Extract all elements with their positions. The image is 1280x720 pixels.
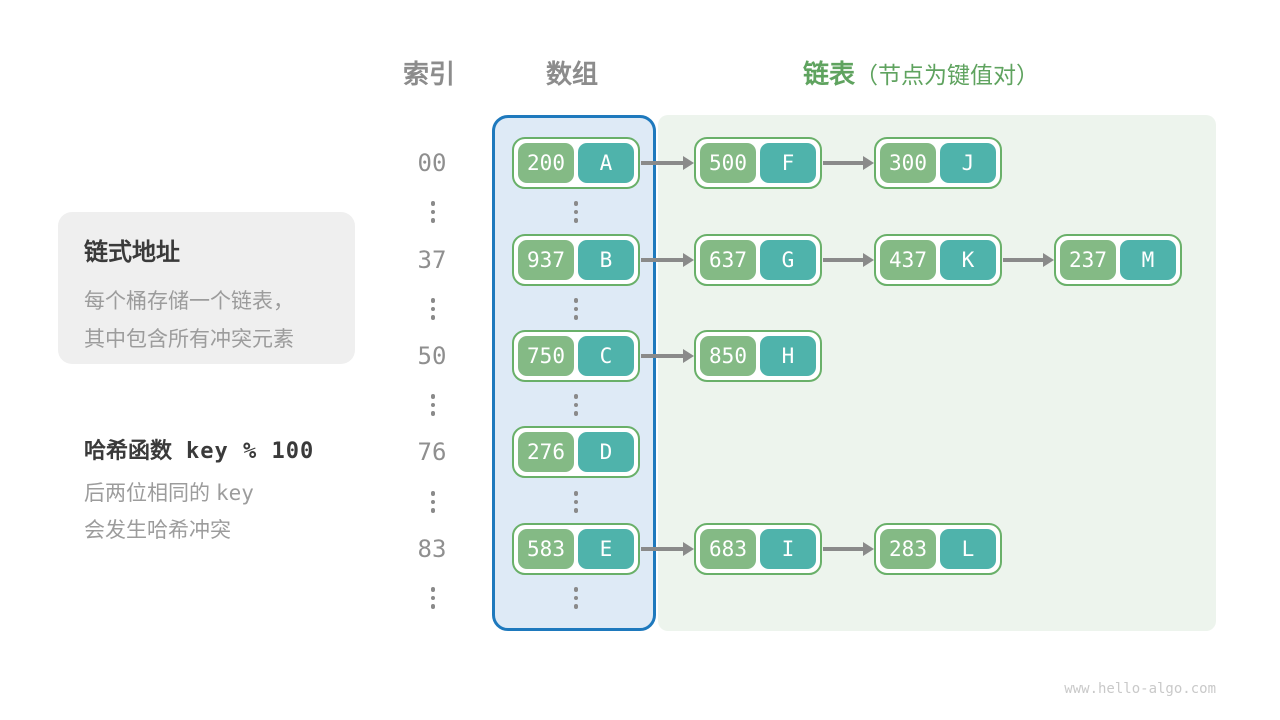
watermark: www.hello-algo.com [1064, 681, 1216, 697]
node-key: 637 [700, 240, 756, 280]
ellipsis-dots [429, 587, 437, 609]
hash-function-formula: key % 100 [186, 439, 315, 464]
bucket-node-276-D: 276 D [512, 426, 640, 478]
arrow-icon [823, 253, 874, 267]
chain-node-850-H: 850 H [694, 330, 822, 382]
index-label-37: 37 [417, 246, 447, 274]
ellipsis-dots [429, 201, 437, 223]
index-label-00: 00 [417, 149, 447, 177]
node-value: J [940, 143, 996, 183]
bucket-node-583-E: 583 E [512, 523, 640, 575]
node-key: 283 [880, 529, 936, 569]
node-value: G [760, 240, 816, 280]
node-key: 500 [700, 143, 756, 183]
node-key: 683 [700, 529, 756, 569]
node-value: E [578, 529, 634, 569]
hash-conflict-line1: 后两位相同的 key [84, 477, 254, 507]
note-box-title: 链式地址 [84, 239, 180, 266]
hash-function-label: 哈希函数 [84, 438, 173, 463]
ellipsis-dots [429, 298, 437, 320]
bucket-node-200-A: 200 A [512, 137, 640, 189]
ellipsis-dots [572, 587, 580, 609]
node-value: H [760, 336, 816, 376]
arrow-icon [641, 156, 694, 170]
node-key: 583 [518, 529, 574, 569]
node-key: 237 [1060, 240, 1116, 280]
node-key: 200 [518, 143, 574, 183]
node-value: F [760, 143, 816, 183]
node-key: 750 [518, 336, 574, 376]
ellipsis-dots [572, 201, 580, 223]
node-value: B [578, 240, 634, 280]
node-key: 437 [880, 240, 936, 280]
node-key: 937 [518, 240, 574, 280]
index-label-76: 76 [417, 438, 447, 466]
node-value: I [760, 529, 816, 569]
chain-node-237-M: 237 M [1054, 234, 1182, 286]
note-box-line2: 其中包含所有冲突元素 [84, 328, 294, 351]
chain-node-437-K: 437 K [874, 234, 1002, 286]
list-header-note: （节点为键值对） [855, 62, 1040, 88]
index-column-header: 索引 [403, 59, 456, 89]
bucket-node-750-C: 750 C [512, 330, 640, 382]
chain-node-683-I: 683 I [694, 523, 822, 575]
list-header-label: 链表 [803, 59, 856, 89]
node-value: A [578, 143, 634, 183]
arrow-icon [823, 156, 874, 170]
chain-node-637-G: 637 G [694, 234, 822, 286]
bucket-node-937-B: 937 B [512, 234, 640, 286]
arrow-icon [641, 542, 694, 556]
array-column-header: 数组 [546, 59, 599, 89]
hash-conflict-line1-text: 后两位相同的 [84, 482, 210, 505]
node-key: 300 [880, 143, 936, 183]
ellipsis-dots [572, 394, 580, 416]
ellipsis-dots [572, 298, 580, 320]
hash-function-note: 哈希函数 key % 100 [84, 433, 314, 465]
hash-conflict-line1-code: key [216, 481, 254, 505]
ellipsis-dots [429, 491, 437, 513]
node-value: K [940, 240, 996, 280]
arrow-icon [823, 542, 874, 556]
node-key: 850 [700, 336, 756, 376]
node-value: C [578, 336, 634, 376]
chain-node-500-F: 500 F [694, 137, 822, 189]
ellipsis-dots [572, 491, 580, 513]
chain-node-283-L: 283 L [874, 523, 1002, 575]
index-label-83: 83 [417, 535, 447, 563]
note-box-line1: 每个桶存储一个链表， [84, 290, 294, 313]
hash-conflict-line2: 会发生哈希冲突 [84, 519, 231, 542]
chain-node-300-J: 300 J [874, 137, 1002, 189]
arrow-icon [1003, 253, 1054, 267]
arrow-icon [641, 349, 694, 363]
ellipsis-dots [429, 394, 437, 416]
node-value: L [940, 529, 996, 569]
arrow-icon [641, 253, 694, 267]
node-value: M [1120, 240, 1176, 280]
list-column-header: 链表（节点为键值对） [803, 54, 1039, 91]
chaining-note-box: 链式地址 每个桶存储一个链表， 其中包含所有冲突元素 [58, 212, 355, 364]
node-value: D [578, 432, 634, 472]
index-label-50: 50 [417, 342, 447, 370]
node-key: 276 [518, 432, 574, 472]
